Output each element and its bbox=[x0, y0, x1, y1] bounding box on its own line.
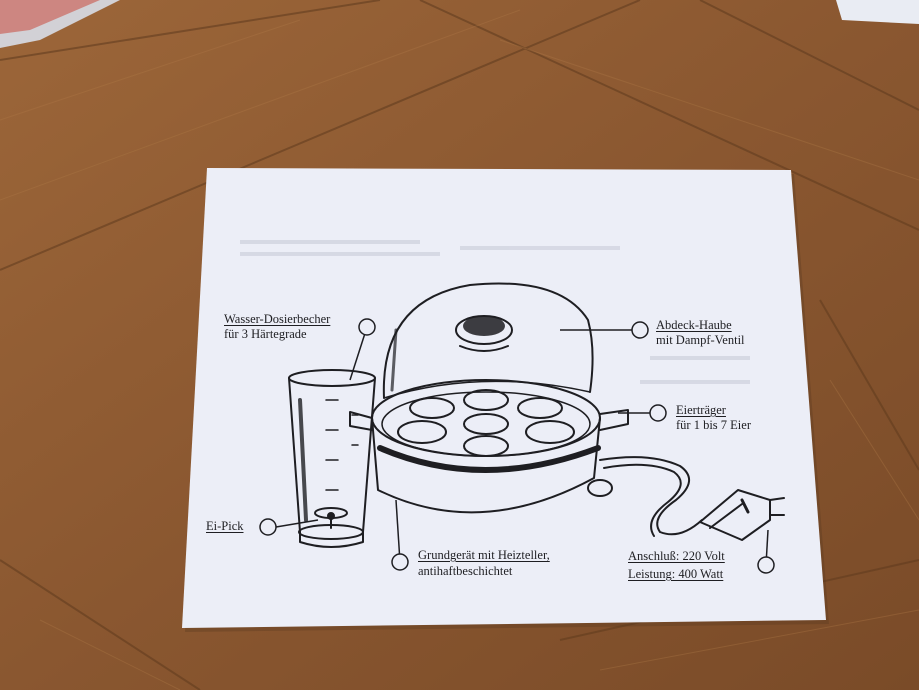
label-haube-subtitle: mit Dampf-Ventil bbox=[656, 333, 745, 348]
label-leistung: Leistung: 400 Watt bbox=[628, 567, 723, 582]
label-eiertraeger-title: Eierträger bbox=[676, 403, 726, 418]
label-dosierbecher-subtitle: für 3 Härtegrade bbox=[224, 327, 307, 342]
power-cord bbox=[600, 457, 702, 536]
callout-circle-icon bbox=[650, 405, 666, 421]
label-eiertraeger-subtitle: für 1 bis 7 Eier bbox=[676, 418, 751, 433]
plug-icon bbox=[700, 490, 784, 540]
label-haube-title: Abdeck-Haube bbox=[656, 318, 732, 333]
callout-circle-icon bbox=[758, 557, 774, 573]
callout-circle-icon bbox=[260, 519, 276, 535]
callout-circle-icon bbox=[632, 322, 648, 338]
callout-circle-icon bbox=[359, 319, 375, 335]
measuring-cup bbox=[289, 370, 375, 547]
base-unit bbox=[350, 380, 628, 512]
label-dosierbecher-title: Wasser-Dosierbecher bbox=[224, 312, 330, 327]
label-anschluss: Anschluß: 220 Volt bbox=[628, 549, 725, 564]
label-grundgeraet-title: Grundgerät mit Heizteller, bbox=[418, 548, 550, 563]
callout-circle-icon bbox=[392, 554, 408, 570]
label-grundgeraet-subtitle: antihaftbeschichtet bbox=[418, 564, 512, 579]
label-eipick: Ei-Pick bbox=[206, 519, 244, 534]
